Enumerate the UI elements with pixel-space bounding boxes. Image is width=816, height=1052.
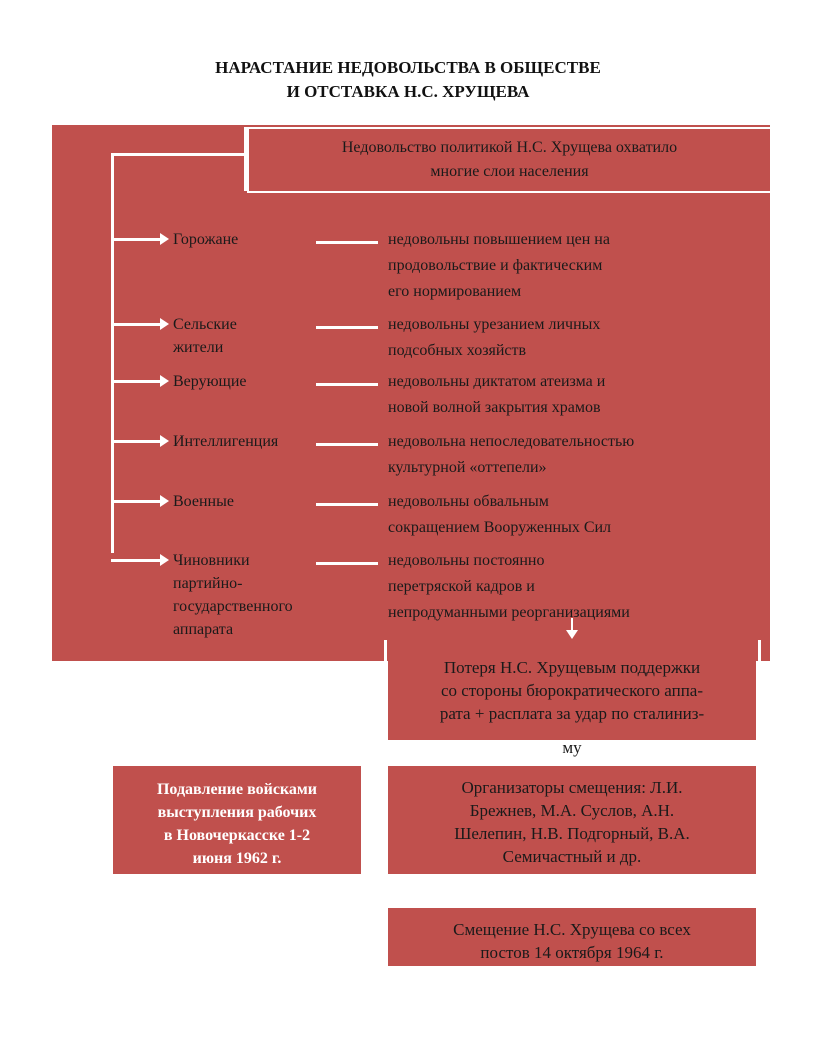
group-dash-line [316,383,378,386]
summary-line-1: Недовольство политикой Н.С. Хрущева охва… [341,139,678,156]
group-label-line: Горожане [173,231,239,248]
group-description-line: сокращением Вооруженных Сил [388,519,612,536]
group-label-line: жители [173,339,224,356]
group-label: Сельские жители [173,313,237,359]
arrow-right-icon [160,375,169,387]
group-description-line: недовольны урезанием личных [388,316,601,333]
organizers-line-1: Организаторы смещения: Л.И. [461,778,683,797]
group-branch-line [111,500,161,503]
arrow-right-icon [160,318,169,330]
loss-line-2: со стороны бюрократического аппа- [440,681,704,700]
group-description-line: недовольны повышением цен на [388,231,610,248]
discontent-block [52,125,770,661]
novocherkassk-line-1: Подавление войсками [156,781,318,798]
group-label-line: партийно- [173,575,243,592]
group-description-line: недовольны обвальным [388,493,549,510]
group-description: недовольны урезанием личных подсобных хоз… [388,312,600,364]
organizers-line-4: Семичастный и др. [502,847,642,866]
connector-trunk [111,153,114,553]
group-label-line: Верующие [173,373,247,390]
group-label-line: Военные [173,493,234,510]
group-description-line: перетряской кадров и [388,578,535,595]
loss-line-3: рата + расплата за удар по сталиниз- [439,704,705,723]
group-description-line: культурной «оттепели» [388,459,547,476]
removal-line-2: постов 14 октября 1964 г. [480,943,664,962]
group-dash-line [316,503,378,506]
group-dash-line [316,443,378,446]
connector-arrow-stem [571,618,573,632]
group-label: Чиновники партийно-государственного аппара… [173,549,293,641]
group-label-line: Интеллигенция [173,433,279,450]
group-description: недовольны повышением цен на продовольств… [388,227,610,305]
group-branch-line [111,380,161,383]
group-description-line: непродуманными реорганизациями [388,604,630,621]
connector-box-notch [244,127,247,191]
organizers-line-3: Шелепин, Н.В. Подгорный, В.А. [454,824,690,843]
loss-line-1: Потеря Н.С. Хрущевым поддержки [443,658,701,677]
organizers-box: Организаторы смещения: Л.И. Брежнев, М.А… [388,766,756,874]
group-label-line: государственного [173,598,293,615]
group-dash-line [316,326,378,329]
novocherkassk-line-4: июня 1962 г. [192,850,282,867]
group-description-line: недовольны постоянно [388,552,545,569]
group-description-line: подсобных хозяйств [388,342,527,359]
group-dash-line [316,241,378,244]
group-description-line: новой волной закрытия храмов [388,399,601,416]
group-label: Военные [173,490,234,513]
group-description: недовольны обвальным сокращением Вооружен… [388,489,611,541]
arrow-right-icon [160,495,169,507]
group-label-line: Сельские [173,316,237,333]
novocherkassk-line-2: выступления рабочих [157,804,317,821]
organizers-line-2: Брежнев, М.А. Суслов, А.Н. [469,801,675,820]
title-line-2: И ОТСТАВКА Н.С. ХРУЩЕВА [286,82,530,101]
group-label: Верующие [173,370,247,393]
connector-right-vertical [758,640,761,662]
connector-top-horizontal [111,153,247,156]
arrow-right-icon [160,233,169,245]
group-description: недовольна непоследовательностью культурн… [388,429,634,481]
arrow-right-icon [160,435,169,447]
group-label: Интеллигенция [173,430,278,453]
loss-of-support-box: Потеря Н.С. Хрущевым поддержки со сторон… [388,650,756,740]
summary-line-2: многие слои населения [430,163,589,180]
removal-line-1: Смещение Н.С. Хрущева со всех [453,920,691,939]
group-branch-line [111,238,161,241]
novocherkassk-box: Подавление войсками выступления рабочих … [113,766,361,874]
group-label: Горожане [173,228,238,251]
group-branch-line [111,559,161,562]
group-branch-line [111,440,161,443]
group-label-line: Чиновники [173,552,250,569]
group-branch-line [111,323,161,326]
discontent-summary-box: Недовольство политикой Н.С. Хрущева охва… [247,127,772,193]
arrow-down-icon [566,630,578,639]
loss-line-tail: му [562,738,582,757]
group-description-line: недовольны диктатом атеизма и [388,373,606,390]
group-description: недовольны диктатом атеизма и новой волно… [388,369,605,421]
group-description-line: недовольна непоследовательностью [388,433,635,450]
group-description-line: продовольствие и фактическим [388,257,603,274]
connector-left-vertical [384,640,387,662]
group-label-line: аппарата [173,621,234,638]
removal-box: Смещение Н.С. Хрущева со всех постов 14 … [388,908,756,966]
title-line-1: НАРАСТАНИЕ НЕДОВОЛЬСТВА В ОБЩЕСТВЕ [215,58,601,77]
novocherkassk-line-3: в Новочеркасске 1-2 [163,827,311,844]
page-title: НАРАСТАНИЕ НЕДОВОЛЬСТВА В ОБЩЕСТВЕ И ОТС… [0,56,816,104]
group-description: недовольны постоянно перетряской кадров и… [388,548,630,626]
group-description-line: его нормированием [388,283,522,300]
arrow-right-icon [160,554,169,566]
group-dash-line [316,562,378,565]
